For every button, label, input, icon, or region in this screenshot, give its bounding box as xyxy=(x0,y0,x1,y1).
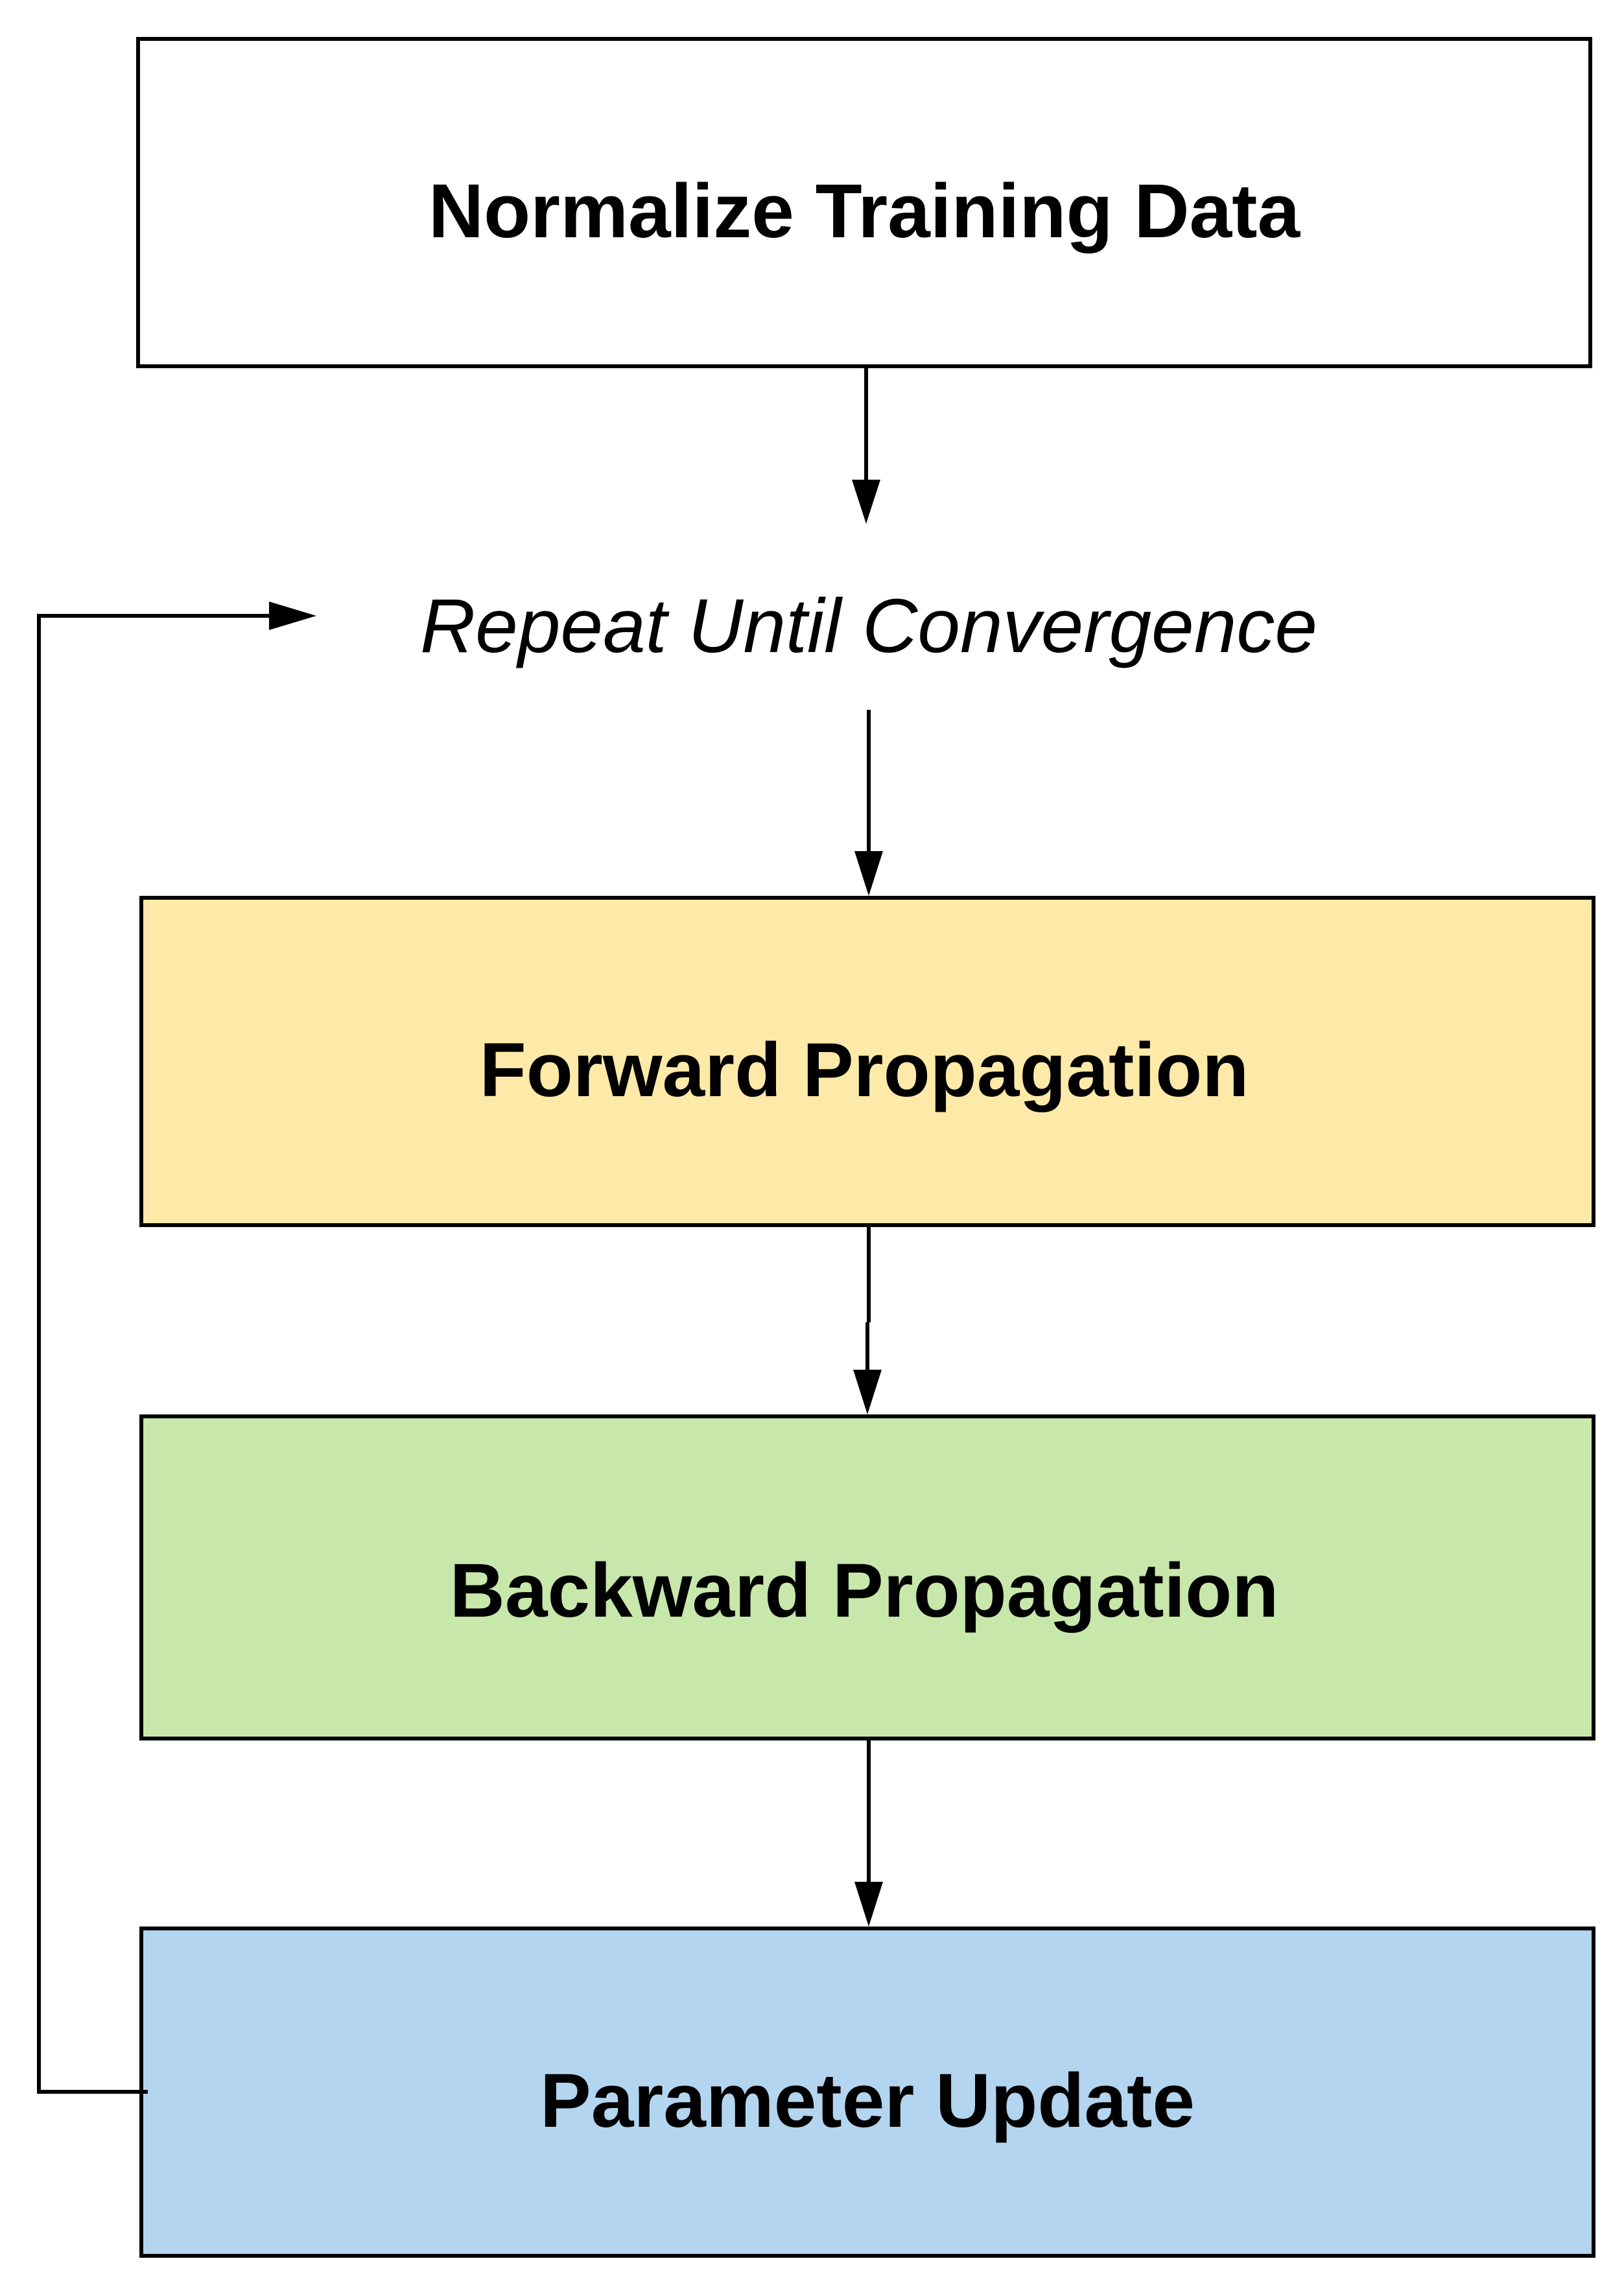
edge-normalize-to-loop xyxy=(852,364,880,524)
edge-loop-to-forward xyxy=(854,710,883,896)
normalize-label: Normalize Training Data xyxy=(429,169,1301,254)
edge-update-to-loop-line xyxy=(37,614,272,2094)
backward-box xyxy=(139,1414,1595,1740)
edge-normalize-to-loop-arrowhead xyxy=(852,480,880,524)
forward-label: Forward Propagation xyxy=(480,1027,1249,1113)
update-label: Parameter Update xyxy=(540,2058,1195,2144)
loop-node: Repeat Until Convergence xyxy=(420,583,1317,669)
normalize-node: Normalize Training Data xyxy=(136,37,1592,368)
edge-forward-to-backward xyxy=(853,1224,882,1414)
update-box xyxy=(139,1927,1595,2258)
backward-label: Backward Propagation xyxy=(450,1548,1279,1634)
loop-label: Repeat Until Convergence xyxy=(420,583,1317,669)
edge-update-to-loop-arrowhead xyxy=(269,602,316,630)
backward-node: Backward Propagation xyxy=(139,1414,1595,1740)
normalize-box xyxy=(136,37,1592,368)
update-node: Parameter Update xyxy=(139,1927,1595,2258)
forward-box xyxy=(139,896,1595,1227)
edge-forward-to-backward-arrowhead xyxy=(853,1370,882,1414)
edge-loop-to-forward-arrowhead xyxy=(854,851,883,896)
edge-backward-to-update-arrowhead xyxy=(854,1882,883,1927)
forward-node: Forward Propagation xyxy=(139,896,1595,1227)
edge-update-to-loop-feedback xyxy=(37,602,316,2094)
edge-backward-to-update xyxy=(854,1737,883,1927)
